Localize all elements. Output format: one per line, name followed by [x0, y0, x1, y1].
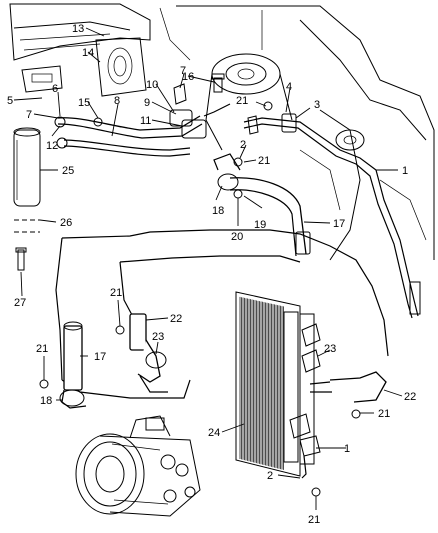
callout-21-left: 21 [36, 343, 48, 355]
callout-17-upper: 17 [333, 218, 345, 230]
callout-14: 14 [82, 47, 94, 59]
callout-12: 12 [46, 140, 58, 152]
callout-23-left: 23 [152, 331, 164, 343]
callout-10: 10 [146, 79, 158, 91]
callout-11: 11 [140, 115, 151, 127]
callout-22-left: 22 [170, 313, 182, 325]
refrigerant-lines-upper [54, 83, 421, 319]
suction-hose-lower [129, 313, 168, 393]
callout-25: 25 [62, 165, 74, 177]
callout-21-bottom: 21 [308, 514, 320, 526]
callout-4: 4 [286, 81, 292, 93]
callout-24: 24 [208, 427, 220, 439]
routing-outline [55, 229, 389, 399]
callout-27: 27 [14, 297, 26, 309]
callout-2-upper: 2 [240, 139, 246, 151]
callout-1-lower: 1 [344, 443, 350, 455]
callout-21-upper: 21 [236, 95, 248, 107]
callout-16: 16 [182, 71, 194, 83]
callout-3: 3 [314, 99, 320, 111]
callout-21-mid: 21 [258, 155, 270, 167]
bolt [15, 247, 27, 271]
ac-compressor [75, 415, 201, 517]
callout-22-right: 22 [404, 391, 416, 403]
callout-8: 8 [114, 95, 120, 107]
callout-7-upper: 7 [180, 65, 186, 77]
condenser-hose-right [309, 371, 387, 403]
callout-18-lower: 18 [40, 395, 52, 407]
callout-26: 26 [60, 217, 72, 229]
receiver-drier [13, 127, 41, 207]
callout-13: 13 [72, 23, 84, 35]
callout-5: 5 [7, 95, 13, 107]
vehicle-body [9, 3, 435, 261]
callout-9: 9 [144, 97, 150, 109]
callout-18-upper: 18 [212, 205, 224, 217]
condenser [235, 291, 321, 479]
discharge-hose [59, 321, 87, 409]
callout-21-right: 21 [378, 408, 390, 420]
callout-1-upper: 1 [402, 165, 408, 177]
callout-20: 20 [231, 231, 243, 243]
callout-labels: 1 1 2 2 3 4 5 6 7 7 8 9 10 11 12 13 14 1… [7, 23, 416, 526]
o-rings [14, 219, 40, 233]
callout-7-left: 7 [26, 109, 32, 121]
callout-15: 15 [78, 97, 90, 109]
callout-6: 6 [52, 83, 58, 95]
callout-2-lower: 2 [267, 470, 273, 482]
leader-lines [13, 27, 403, 510]
nuts [39, 73, 361, 497]
callout-19: 19 [254, 219, 266, 231]
callout-23-right: 23 [324, 343, 336, 355]
callout-21-hose: 21 [110, 287, 122, 299]
callout-17-lower: 17 [94, 351, 106, 363]
